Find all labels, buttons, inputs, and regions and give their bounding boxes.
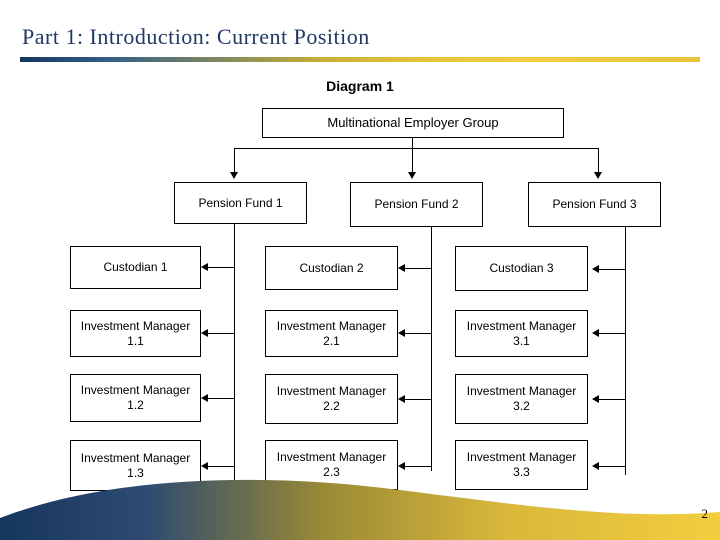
arrow-c2-custodian-icon <box>398 264 405 272</box>
arrow-c2-manager-3-icon <box>398 462 405 470</box>
connector-c3-manager-3 <box>599 466 625 467</box>
arrow-c3-manager-3-icon <box>592 462 599 470</box>
connector-c2-manager-3 <box>405 466 431 467</box>
connector-c1-manager-3 <box>208 466 234 467</box>
arrow-c3-custodian-icon <box>592 265 599 273</box>
node-fund-1: Pension Fund 1 <box>174 182 307 224</box>
node-manager-1-2-label: Investment Manager 1.2 <box>80 383 191 412</box>
node-manager-2-2-label: Investment Manager 2.2 <box>276 384 387 413</box>
node-manager-2-3-label: Investment Manager 2.3 <box>276 450 387 479</box>
node-manager-1-3-label: Investment Manager 1.3 <box>80 450 191 480</box>
footer-wave-svg <box>0 479 720 540</box>
arrow-c3-manager-2-icon <box>592 395 599 403</box>
footer-decoration <box>0 468 720 540</box>
arrow-c1-custodian-icon <box>201 263 208 271</box>
arrow-c1-manager-2-icon <box>201 394 208 402</box>
node-manager-1-1: Investment Manager 1.1 <box>70 310 201 357</box>
node-manager-3-1: Investment Manager 3.1 <box>455 310 588 357</box>
node-fund-3: Pension Fund 3 <box>528 182 661 227</box>
node-manager-2-1-label: Investment Manager 2.1 <box>276 318 387 348</box>
node-manager-3-2: Investment Manager 3.2 <box>455 374 588 424</box>
connector-c3-manager-2 <box>599 399 625 400</box>
connector-root-bus <box>234 148 599 149</box>
connector-c3-custodian <box>599 269 625 270</box>
connector-c3-manager-1 <box>599 333 625 334</box>
arrow-c2-manager-2-icon <box>398 395 405 403</box>
connector-c1-manager-2 <box>208 398 234 399</box>
connector-root-to-fund-2 <box>412 148 413 173</box>
node-custodian-1: Custodian 1 <box>70 246 201 289</box>
connector-c2-custodian <box>405 268 431 269</box>
node-manager-3-3: Investment Manager 3.3 <box>455 440 588 490</box>
arrow-root-to-fund-1-icon <box>230 172 238 179</box>
node-custodian-2: Custodian 2 <box>265 246 398 290</box>
arrow-c1-manager-1-icon <box>201 329 208 337</box>
connector-root-to-fund-1 <box>234 148 235 173</box>
node-manager-1-2: Investment Manager 1.2 <box>70 374 201 422</box>
arrow-root-to-fund-2-icon <box>408 172 416 179</box>
diagram-label: Diagram 1 <box>326 78 394 94</box>
connector-root-stem <box>412 138 413 148</box>
node-manager-2-1: Investment Manager 2.1 <box>265 310 398 357</box>
node-fund-2: Pension Fund 2 <box>350 182 483 227</box>
title-divider <box>20 57 700 62</box>
node-manager-3-3-label: Investment Manager 3.3 <box>466 450 577 479</box>
arrow-c3-manager-1-icon <box>592 329 599 337</box>
connector-c2-manager-2 <box>405 399 431 400</box>
node-manager-2-2: Investment Manager 2.2 <box>265 374 398 424</box>
node-manager-3-2-label: Investment Manager 3.2 <box>466 384 577 413</box>
node-manager-1-1-label: Investment Manager 1.1 <box>80 318 191 348</box>
spine-column-1 <box>234 224 235 482</box>
page-title: Part 1: Introduction: Current Position <box>22 24 370 49</box>
connector-root-to-fund-3 <box>598 148 599 173</box>
spine-column-3 <box>625 227 626 475</box>
connector-c1-custodian <box>208 267 234 268</box>
node-root: Multinational Employer Group <box>262 108 564 138</box>
node-manager-1-3: Investment Manager 1.3 <box>70 440 201 491</box>
arrow-root-to-fund-3-icon <box>594 172 602 179</box>
page-number: 2 <box>701 506 709 521</box>
spine-column-2 <box>431 227 432 471</box>
connector-c1-manager-1 <box>208 333 234 334</box>
arrow-c2-manager-1-icon <box>398 329 405 337</box>
node-custodian-3: Custodian 3 <box>455 246 588 291</box>
arrow-c1-manager-3-icon <box>201 462 208 470</box>
connector-c2-manager-1 <box>405 333 431 334</box>
node-manager-3-1-label: Investment Manager 3.1 <box>466 318 577 348</box>
